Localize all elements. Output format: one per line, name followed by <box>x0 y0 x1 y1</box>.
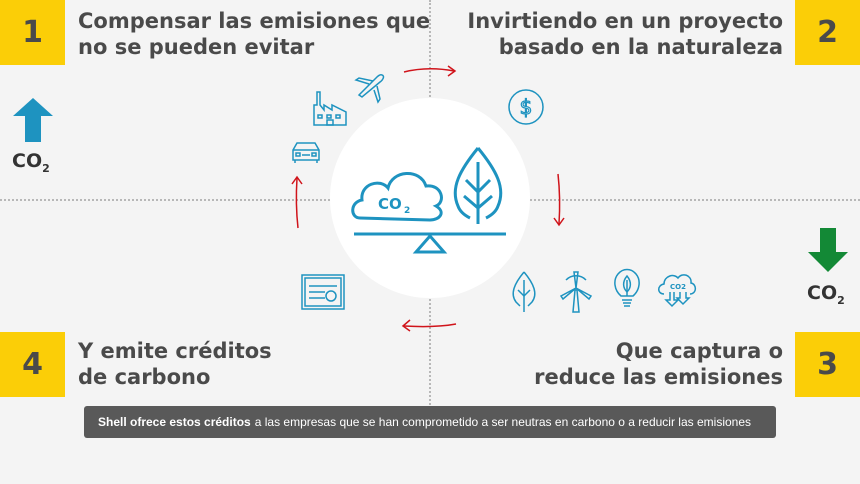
step-1-text: Compensar las emisiones que no se pueden… <box>78 8 430 60</box>
step-3-text: Que captura o reduce las emisiones <box>534 338 783 390</box>
step-4-number: 4 <box>0 332 65 397</box>
horizontal-divider-left <box>0 199 330 201</box>
certificate-icon <box>301 274 345 310</box>
info-banner: Shell ofrece estos créditos a las empres… <box>84 406 776 438</box>
banner-bold-text: Shell ofrece estos créditos <box>98 415 251 429</box>
step-1-line2: no se pueden evitar <box>78 35 315 59</box>
step-1-line1: Compensar las emisiones que <box>78 9 431 33</box>
step-3-number: 3 <box>795 332 860 397</box>
arrow-down-icon <box>808 228 848 272</box>
step-3-line2: reduce las emisiones <box>534 365 783 389</box>
leaf-icon <box>512 271 536 312</box>
svg-text:2: 2 <box>404 206 410 216</box>
step-4-line2: de carbono <box>78 365 211 389</box>
co2-cloud-down-icon: CO2 <box>658 274 697 308</box>
wind-turbine-icon <box>559 271 593 313</box>
lightbulb-leaf-icon <box>614 268 640 307</box>
car-icon <box>292 142 320 163</box>
co2-up-label: CO2 <box>12 150 50 175</box>
horizontal-divider-right <box>530 199 860 201</box>
dollar-coin-icon: $ <box>508 89 544 125</box>
arrow-up-cycle-icon <box>291 175 303 229</box>
step-2-text: Invirtiendo en un proyecto basado en la … <box>467 8 783 60</box>
step-2-line2: basado en la naturaleza <box>498 35 783 59</box>
arrow-down-cycle-icon <box>553 173 565 227</box>
arrow-left-cycle-icon <box>401 319 457 332</box>
arrow-up-icon <box>13 98 53 142</box>
step-4-text: Y emite créditos de carbono <box>78 338 272 390</box>
balance-icon: CO 2 <box>351 147 506 254</box>
factory-icon <box>313 91 347 126</box>
step-2-line1: Invirtiendo en un proyecto <box>467 9 783 33</box>
svg-text:$: $ <box>520 95 533 119</box>
svg-text:CO2: CO2 <box>670 283 686 291</box>
arrow-right-cycle-icon <box>403 65 457 77</box>
step-1-number: 1 <box>0 0 65 65</box>
co2-down-label: CO2 <box>807 282 845 307</box>
step-3-line1: Que captura o <box>615 339 783 363</box>
step-2-number: 2 <box>795 0 860 65</box>
banner-text: a las empresas que se han comprometido a… <box>254 415 751 429</box>
airplane-icon <box>354 74 385 104</box>
step-4-line1: Y emite créditos <box>78 339 272 363</box>
svg-text:CO: CO <box>378 195 402 213</box>
